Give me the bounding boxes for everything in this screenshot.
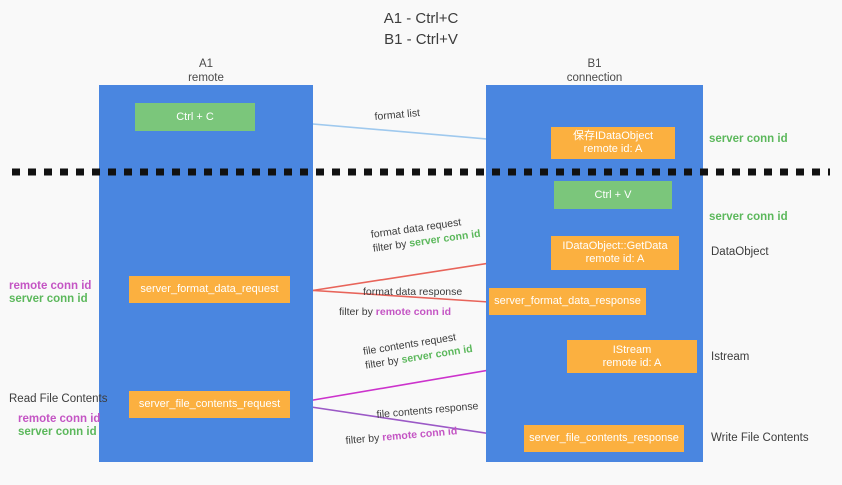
left-label-server-conn-id-2: server conn id [18,426,97,438]
right-label-write-file-contents: Write File Contents [711,432,809,444]
page-title: A1 - Ctrl+C B1 - Ctrl+V [0,8,842,50]
right-label-server-conn-id-mid: server conn id [709,211,788,223]
box-ctrl-c[interactable]: Ctrl + C [135,103,255,131]
right-label-server-conn-id-top: server conn id [709,133,788,145]
filter-prefix: filter by [339,306,376,318]
box-server-format-data-request[interactable]: server_format_data_request [129,276,290,303]
box-server-file-contents-request[interactable]: server_file_contents_request [129,391,290,418]
column-header-b1: B1 connection [486,58,703,85]
filter-key-remote-conn-id: remote conn id [375,306,452,318]
right-label-dataobject: DataObject [711,246,769,258]
edge-label-format-data-response-main: format data response [363,286,463,298]
left-label-read-file-contents: Read File Contents [9,393,108,405]
box-ctrl-v[interactable]: Ctrl + V [554,181,672,209]
box-getdata-line1: IDataObject::GetData [562,240,668,252]
title-line-2: B1 - Ctrl+V [384,31,458,48]
box-istream[interactable]: IStream remote id: A [567,340,697,373]
box-save-idataobject[interactable]: 保存IDataObject remote id: A [551,127,675,159]
right-label-istream: Istream [711,351,750,363]
box-save-idataobject-line1: 保存IDataObject [572,130,654,142]
arrow-format-data-response [289,284,490,303]
column-b1-sub: connection [566,71,623,84]
box-istream-line1: IStream [612,343,652,356]
left-label-remote-conn-id-2: remote conn id [18,413,101,425]
edge-label-format-data-response: format data response [363,285,462,299]
column-header-a1: A1 remote [99,58,313,85]
box-server-file-contents-response[interactable]: server_file_contents_response [524,425,684,452]
edge-label-format-data-response-filter: filter by remote conn id [339,305,451,319]
box-istream-line2: remote id: A [602,356,662,369]
title-line-1: A1 - Ctrl+C [383,10,459,27]
box-server-format-data-response[interactable]: server_format_data_response [489,288,646,315]
left-label-server-conn-id-1: server conn id [9,293,88,305]
box-getdata-line2: remote id: A [585,253,645,265]
left-label-remote-conn-id-1: remote conn id [9,280,92,292]
column-a1-sub: remote [188,71,224,84]
column-a1-name: A1 [198,58,214,70]
box-idataobject-getdata[interactable]: IDataObject::GetData remote id: A [551,236,679,270]
box-save-idataobject-line2: remote id: A [583,143,643,155]
column-b1-name: B1 [587,58,602,70]
